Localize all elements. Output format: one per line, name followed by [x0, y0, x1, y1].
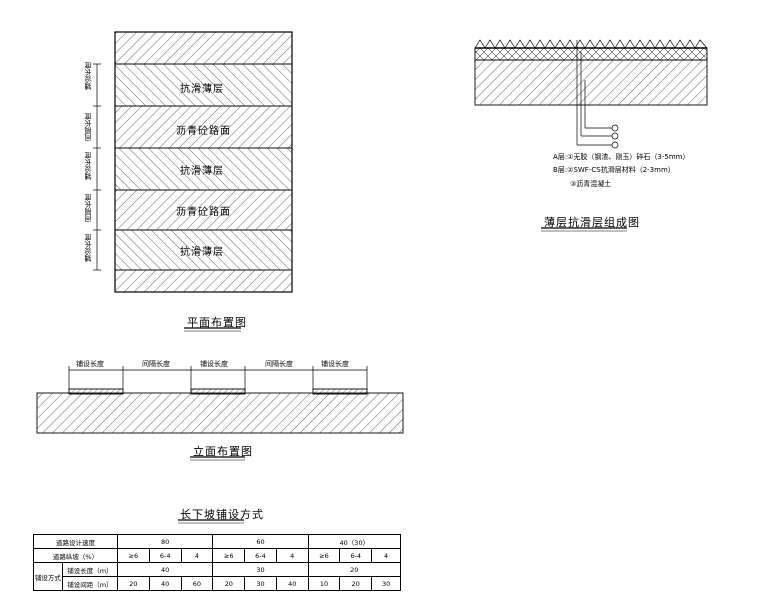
elevation-segment-label: 间隔长度 — [265, 360, 293, 368]
section-legend-line: A层:①无胶（钢渣、刚玉）碎石（3-5mm） — [553, 152, 690, 162]
table-title: 长下坡铺设方式 — [180, 508, 264, 521]
title-underlines — [178, 227, 627, 524]
plan-band-label: 抗滑薄层 — [180, 84, 224, 95]
plan-title: 平面布置图 — [187, 316, 247, 329]
table-cell: 60 — [180, 576, 214, 591]
elevation-segment-label: 铺设长度 — [76, 360, 104, 368]
plan-bands — [114, 31, 293, 293]
table-cell: 60 — [212, 534, 309, 549]
table-cell: 4 — [180, 548, 214, 563]
table-cell: 4 — [275, 548, 309, 563]
plan-side-label: 铺设长度 — [84, 152, 92, 180]
table-cell: 30 — [212, 562, 309, 577]
plan-band-label: 沥青砼路面 — [176, 207, 231, 218]
table-cell: 20 — [307, 562, 402, 577]
table-cell: 道路设计速度 — [32, 534, 119, 549]
table-cell: 6-4 — [148, 548, 182, 563]
table-cell: 10 — [307, 576, 341, 591]
table-row: 道路纵坡（%） ≥6 6-4 4 ≥6 6-4 4 ≥6 6-4 4 — [32, 548, 401, 563]
table-cell: ≥6 — [117, 548, 150, 563]
table-row: 铺设间距（m） 20 40 60 20 30 40 10 20 30 — [34, 576, 401, 591]
legend-text: ①无胶（钢渣、刚玉）碎石（3-5mm） — [567, 153, 690, 161]
table-cell: 20 — [339, 576, 373, 591]
plan-band-label: 抗滑薄层 — [180, 166, 224, 177]
legend-prefix: B层: — [553, 166, 568, 174]
table-row: 铺设方式 铺设长度（m） 40 30 20 — [33, 562, 402, 591]
table-cell: 20 — [117, 576, 150, 591]
section-diagram — [474, 39, 708, 149]
table-cell: 铺设长度（m） — [61, 562, 119, 577]
plan-band-label: 抗滑薄层 — [180, 247, 224, 258]
elevation-segment-label: 铺设长度 — [200, 360, 228, 368]
table-cell: 20 — [212, 576, 246, 591]
table-cell: 道路纵坡（%） — [32, 548, 119, 563]
table-cell: 4 — [371, 548, 401, 563]
table-cell: 6-4 — [244, 548, 277, 563]
plan-dimension-line — [93, 63, 101, 271]
table-cell: 铺设方式 — [33, 562, 63, 591]
elevation-title: 立面布置图 — [193, 445, 253, 458]
elevation-diagram — [36, 366, 404, 434]
section-legend-line: B层:②SWF-CS抗滑层材料（2-3mm） — [553, 165, 675, 175]
plan-side-label: 间隔长度 — [84, 113, 92, 141]
legend-text: ②SWF-CS抗滑层材料（2-3mm） — [567, 166, 675, 174]
elevation-segment-label: 铺设长度 — [321, 360, 349, 368]
plan-side-label: 铺设长度 — [84, 62, 92, 90]
section-legend-line: ③沥青混凝土 — [570, 180, 612, 188]
section-title: 薄层抗滑层组成图 — [544, 216, 640, 229]
table-cell: ≥6 — [212, 548, 246, 563]
plan-band-label: 沥青砼路面 — [176, 126, 231, 137]
plan-side-label: 间隔长度 — [84, 194, 92, 222]
table-row: 道路设计速度 80 60 40（30） — [32, 534, 402, 549]
table-cell: ≥6 — [307, 548, 341, 563]
table-cell: 40 — [275, 576, 309, 591]
table-cell: 30 — [244, 576, 277, 591]
table-cell: 40 — [117, 562, 214, 577]
table-cell: 30 — [371, 576, 401, 591]
layout-table: 道路设计速度 80 60 40（30） 道路纵坡（%） ≥6 6-4 4 ≥6 … — [32, 534, 402, 591]
legend-prefix: A层: — [553, 153, 568, 161]
table-cell: 40（30） — [307, 534, 402, 549]
plan-side-label: 铺设长度 — [84, 234, 92, 262]
table-cell: 40 — [148, 576, 182, 591]
table-cell: 6-4 — [339, 548, 373, 563]
elevation-segment-label: 间隔长度 — [142, 360, 170, 368]
table-cell: 80 — [117, 534, 214, 549]
table-cell: 铺设间距（m） — [61, 576, 119, 591]
